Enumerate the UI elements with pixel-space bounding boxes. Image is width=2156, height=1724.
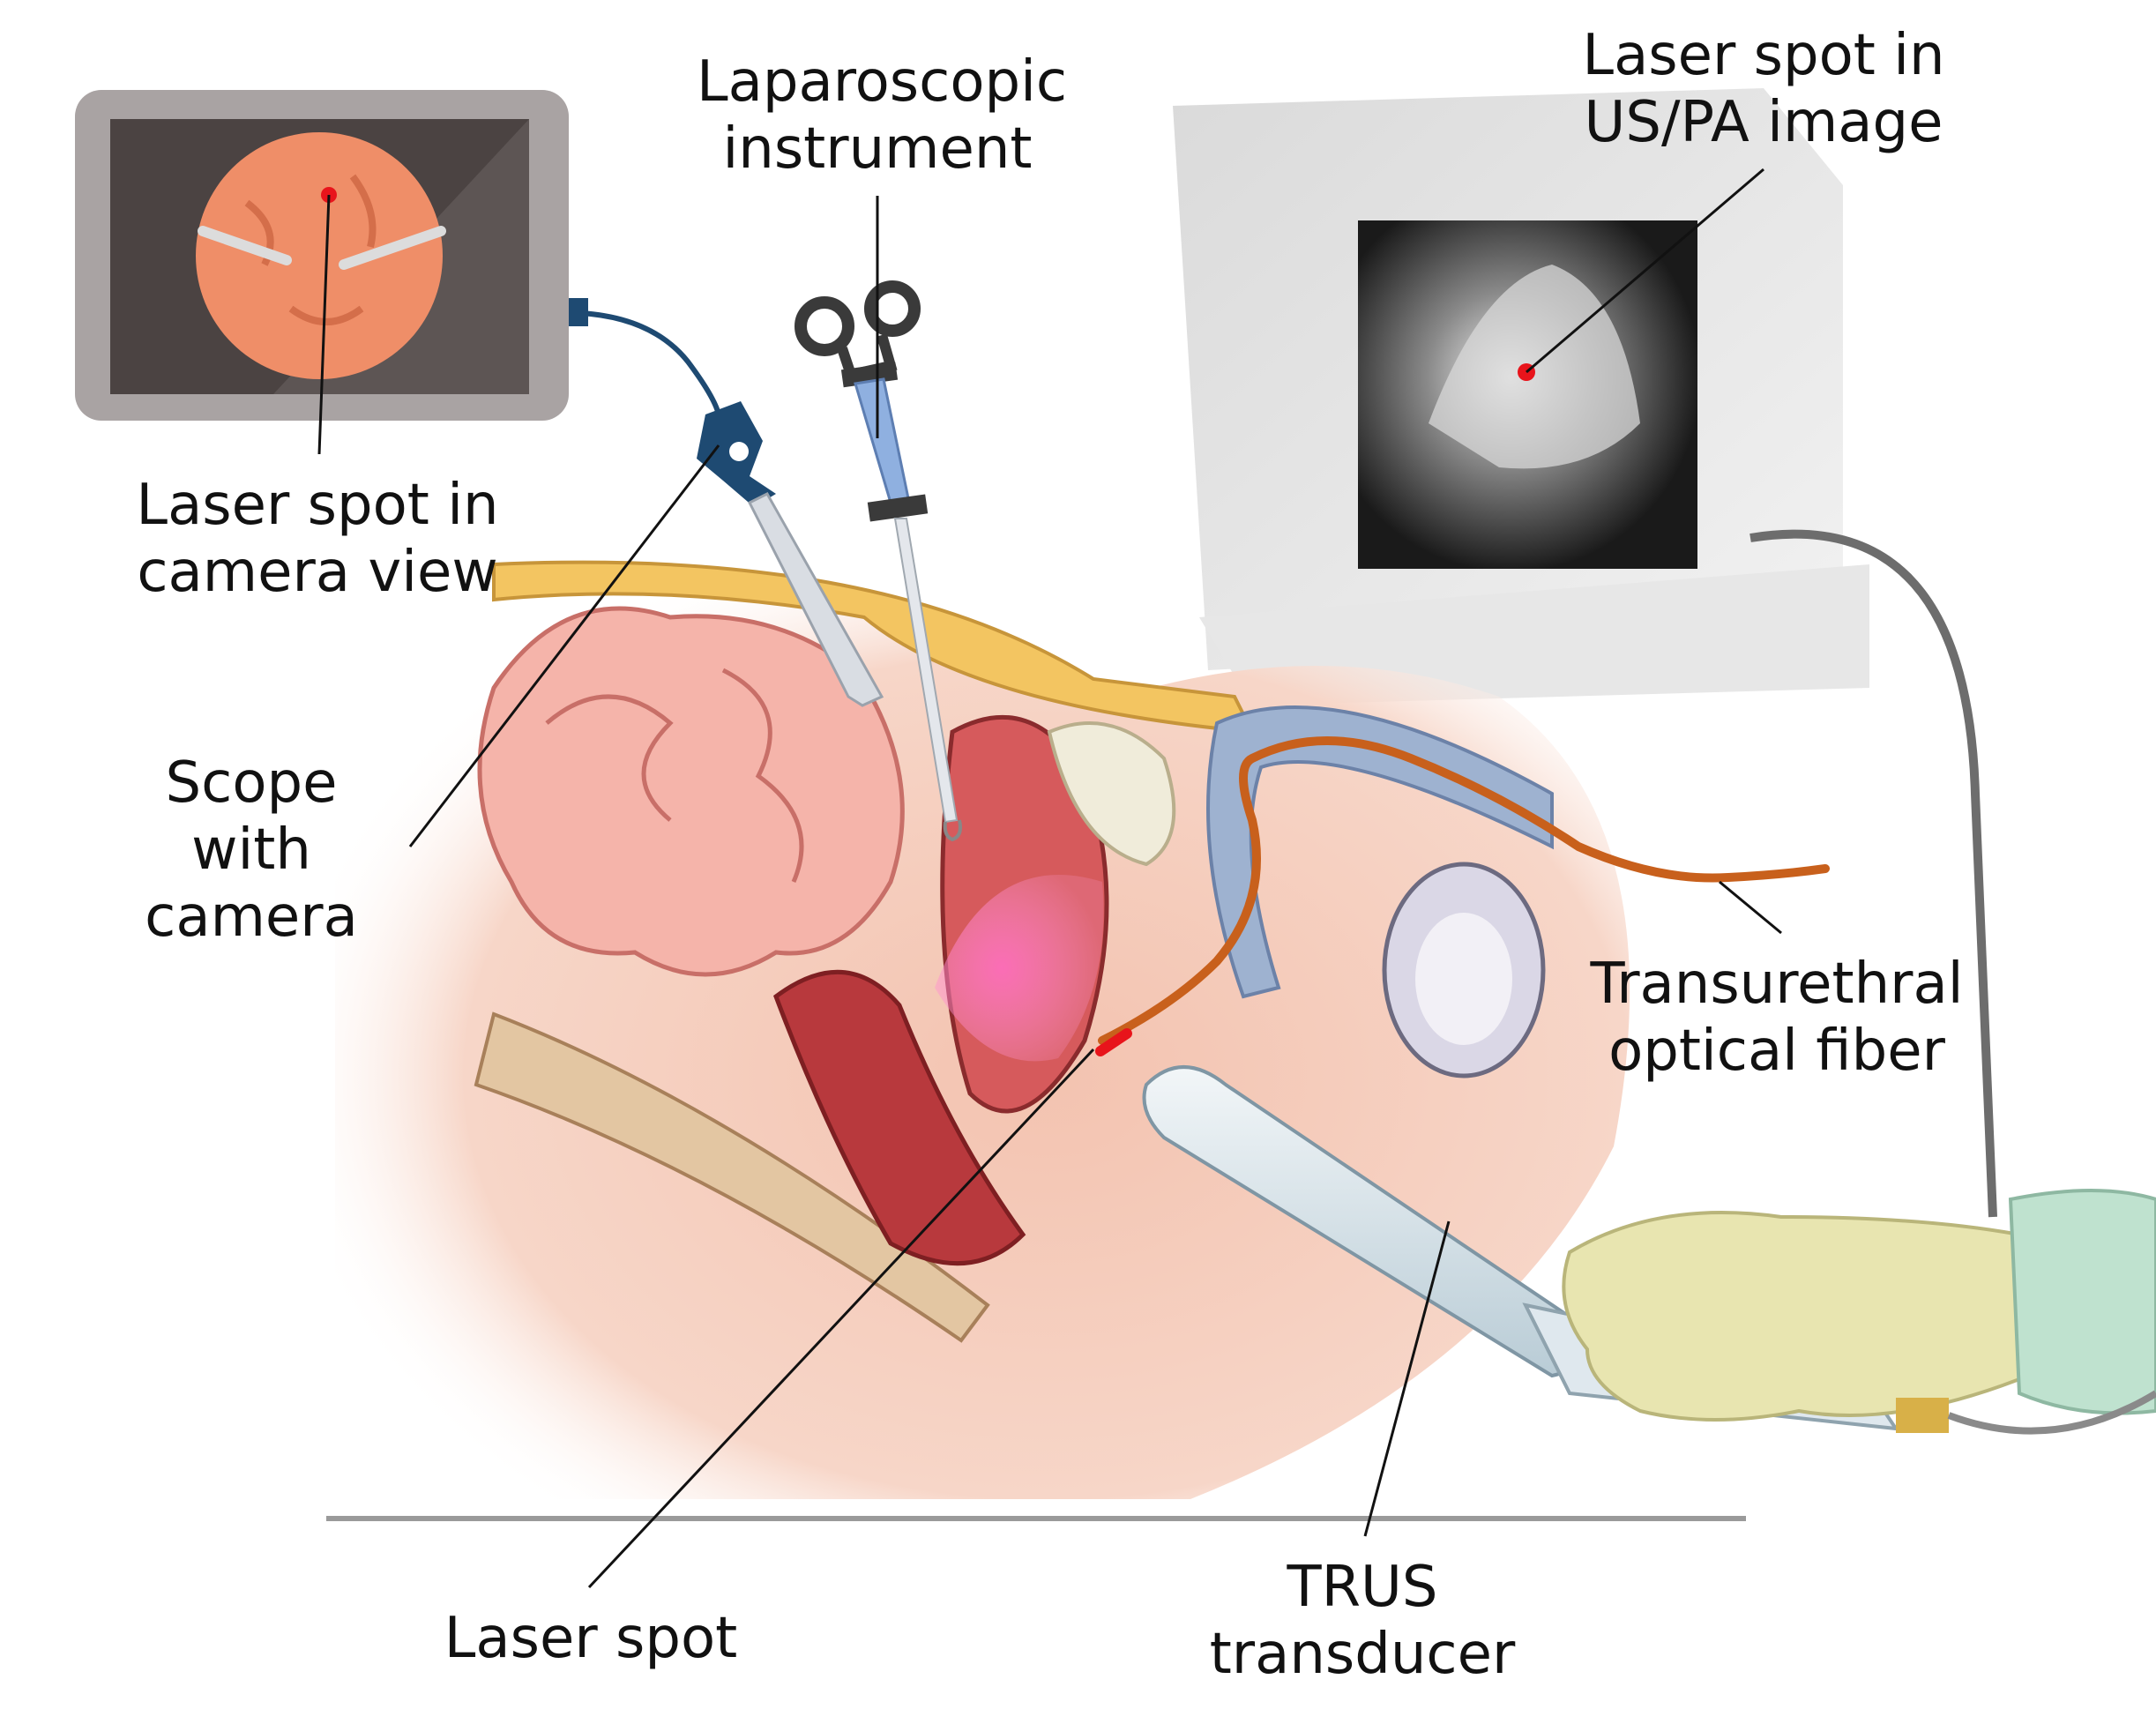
endoscope-view: [196, 132, 443, 379]
label-transurethral-optical-fiber: Transurethral optical fiber: [1578, 951, 1975, 1085]
label-trus-transducer: TRUS transducer: [1195, 1554, 1530, 1688]
label-laparoscopic-instrument: Laparoscopic instrument: [697, 49, 1058, 183]
label-laser-spot-camera-view: Laser spot in camera view: [132, 472, 503, 606]
label-line: Laser spot in: [1570, 22, 1958, 89]
gloved-hand: [1563, 1213, 2028, 1420]
camera-connector: [569, 298, 588, 326]
label-line: with: [123, 817, 379, 884]
label-line: transducer: [1195, 1621, 1530, 1688]
label-line: Scope: [123, 750, 379, 817]
label-laser-spot: Laser spot: [423, 1605, 758, 1672]
anatomy-cross-section: [335, 558, 1630, 1499]
instrument-collar: [868, 495, 928, 522]
label-line: Transurethral: [1578, 951, 1975, 1018]
label-line: Laparoscopic: [697, 49, 1058, 116]
instrument-handle: [855, 379, 908, 503]
label-line: camera: [123, 884, 379, 951]
label-line: Laser spot in: [132, 472, 503, 539]
probe-connector: [1896, 1398, 1949, 1433]
label-scope-with-camera: Scope with camera: [123, 750, 379, 951]
label-laser-spot-us-pa-image: Laser spot in US/PA image: [1570, 22, 1958, 156]
scope-cable: [580, 313, 719, 414]
label-line: TRUS: [1195, 1554, 1530, 1621]
instrument-ring-left: [801, 302, 848, 350]
label-line: instrument: [697, 116, 1058, 183]
label-line: Laser spot: [423, 1605, 758, 1672]
leader-fiber: [1720, 882, 1781, 933]
camera-lens: [729, 442, 749, 461]
surgeon-sleeve: [2011, 1190, 2156, 1414]
label-line: optical fiber: [1578, 1018, 1975, 1085]
label-line: US/PA image: [1570, 89, 1958, 156]
testis-inner: [1415, 913, 1512, 1045]
label-line: camera view: [132, 539, 503, 606]
